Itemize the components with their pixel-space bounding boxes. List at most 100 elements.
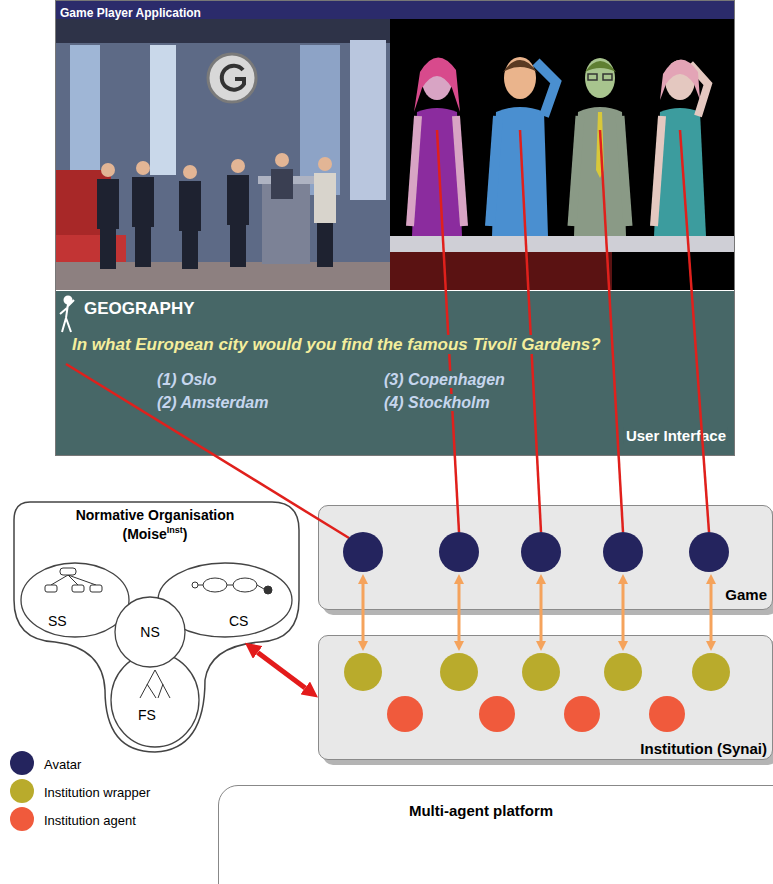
wrapper-circles [344, 653, 730, 691]
legend-item: Institution agent [10, 807, 102, 831]
node-label: Institution (Synai) [640, 740, 767, 757]
text-line: FS [138, 706, 156, 724]
legend-item: Institution wrapper [10, 779, 116, 803]
connectors [258, 652, 305, 688]
spec-lobe-outline [20, 562, 130, 638]
avatar-circles [603, 532, 643, 572]
wrapper-links [622, 584, 625, 641]
ui-link-lines [680, 130, 709, 532]
legend-text: Institution wrapper [44, 785, 150, 800]
organisation-icons [45, 585, 57, 592]
spec-lobe: SS [20, 562, 130, 638]
organisation-icons [90, 585, 102, 592]
connector-arrow [258, 652, 305, 688]
avatar-circles [521, 532, 561, 572]
node-label: Normative Organisation [76, 507, 235, 523]
ui-link-lines [520, 130, 541, 532]
legend-text: Institution agent [44, 813, 136, 828]
node-label: In what European city would you find the… [70, 335, 603, 354]
ui-link-lines [66, 364, 349, 538]
node-label: SS [48, 613, 67, 629]
node-label: (3) Copenhagen [382, 371, 507, 388]
wrapper-links [362, 584, 365, 641]
text-line: Normative Organisation [76, 506, 235, 524]
legend-item: Avatar [10, 751, 47, 775]
text-line: CS [229, 612, 248, 630]
organisation-cloud: Normative Organisation (MoiseInst) SS CS NS F… [10, 500, 300, 755]
wrapper-circles [440, 653, 478, 691]
node-label: Game Player Application [60, 6, 201, 20]
node-label: Inst [167, 525, 183, 535]
text-line: Multi-agent platform [409, 802, 553, 820]
organisation-icons [60, 568, 76, 575]
agent-circles [649, 696, 685, 732]
text-line: SS [48, 612, 67, 630]
node-label: Multi-agent platform [409, 802, 553, 819]
organisation-icons [72, 585, 84, 592]
text-line: (2) Amsterdam [155, 394, 270, 412]
wrapper-circles [344, 653, 382, 691]
node-label: (1) Oslo [155, 371, 219, 388]
node-label: GEOGRAPHY [82, 299, 197, 318]
text-line: Institution (Synai) [640, 740, 767, 758]
organisation-icons [203, 578, 227, 592]
wrapper-links [710, 584, 713, 641]
node-label: User Interface [624, 427, 728, 444]
ui-link-lines [600, 130, 623, 532]
organisation-icons [51, 575, 96, 585]
text-line: Game [725, 586, 767, 604]
wrapper-circles [522, 653, 560, 691]
cloud-outline [14, 502, 299, 752]
wrapper-circles [604, 653, 642, 691]
node-label: FS [138, 707, 156, 723]
organisation-icons [140, 670, 170, 698]
wrapper-links [540, 584, 543, 641]
text-line: In what European city would you find the… [70, 335, 603, 355]
agent-circles [564, 696, 600, 732]
text-line: GEOGRAPHY [82, 299, 197, 319]
node-label: (2) Amsterdam [155, 394, 270, 411]
ui-link-lines [437, 130, 459, 532]
node-label: CS [229, 613, 248, 629]
legend-swatch [10, 779, 34, 803]
organisation-icons [233, 578, 257, 592]
text-line: (1) Oslo [155, 371, 219, 389]
wrapper-circles [692, 653, 730, 691]
ellipse-outline [21, 563, 129, 637]
text-line: (3) Copenhagen [382, 371, 507, 389]
ellipse-outline [111, 653, 199, 747]
text-line: (MoiseInst) [122, 525, 187, 543]
node-label: (Moise [122, 526, 166, 542]
organisation-icons [264, 586, 272, 594]
text-line: (4) Stockholm [382, 394, 492, 412]
wrapper-links [363, 584, 711, 641]
text-line: NS [140, 623, 159, 641]
avatar-circles [343, 532, 383, 572]
presenter-icon [60, 297, 74, 333]
node-label: (4) Stockholm [382, 394, 492, 411]
node-label: NS [140, 624, 159, 640]
text-line: Game Player Application [60, 3, 201, 21]
organisation-icons [192, 582, 198, 588]
node-label: Game [725, 586, 767, 603]
presenter-icon [60, 300, 74, 332]
circle-outline [115, 597, 185, 667]
node-label: ) [183, 526, 188, 542]
avatar-circles [343, 532, 729, 572]
organisation-icons [45, 568, 272, 698]
question-panel: GEOGRAPHY In what European city would you… [56, 291, 734, 455]
agent-circles [479, 696, 515, 732]
legend-swatch [10, 751, 34, 775]
agent-circles [387, 696, 685, 732]
ui-link-lines [66, 130, 709, 538]
avatar-circles [439, 532, 479, 572]
avatar-circles [689, 532, 729, 572]
wrapper-links [458, 584, 461, 641]
spec-circle: NS [114, 596, 186, 668]
platform-box: Multi-agent platform [218, 785, 773, 884]
legend-text: Avatar [44, 757, 81, 772]
text-line: User Interface [624, 427, 728, 445]
agent-circles [387, 696, 423, 732]
legend-swatch [10, 807, 34, 831]
